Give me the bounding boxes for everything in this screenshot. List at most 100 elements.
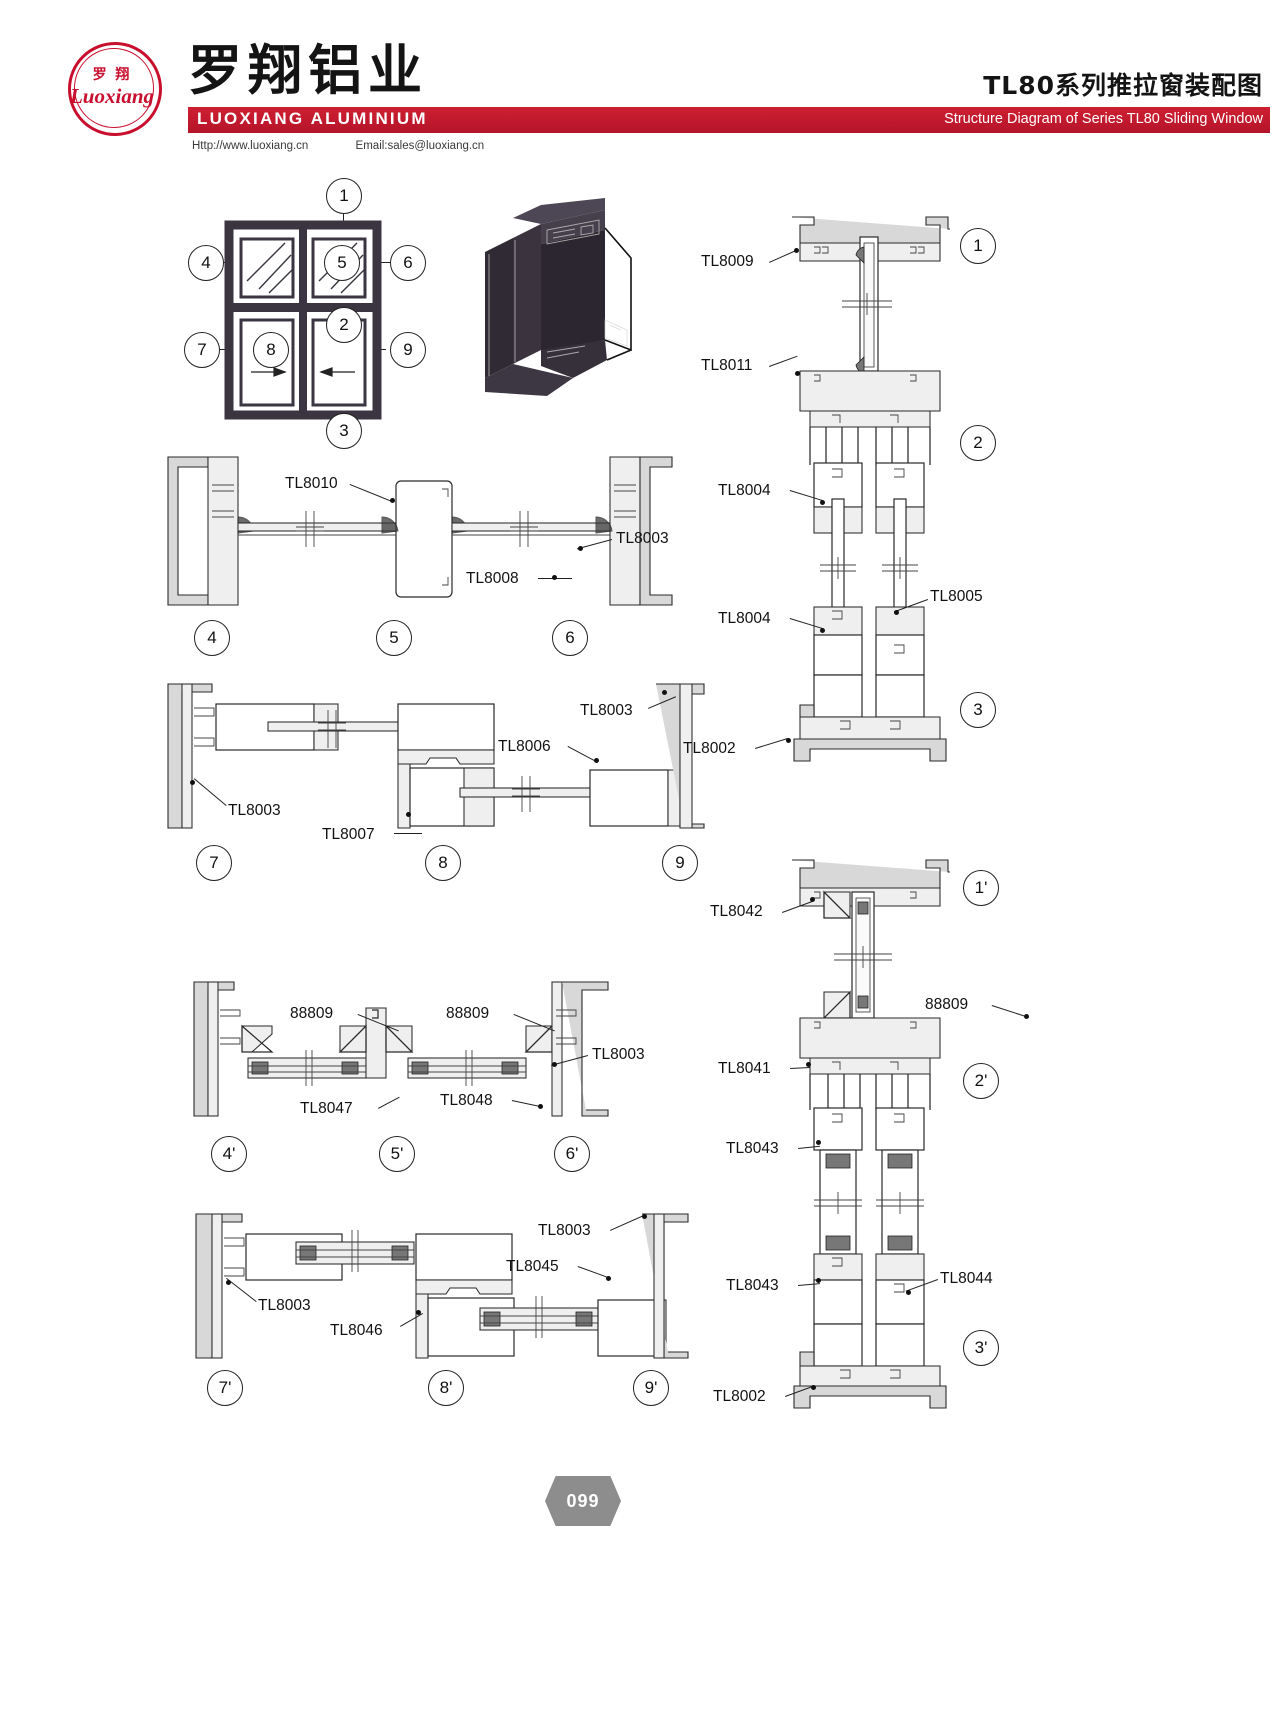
brand-name-english: LUOXIANG ALUMINIUM bbox=[197, 109, 428, 128]
contact-info: Http://www.luoxiang.cn Email:sales@luoxi… bbox=[192, 140, 528, 152]
part-label-TL8047: TL8047 bbox=[300, 1100, 353, 1117]
page-number-badge: 099 bbox=[545, 1476, 621, 1526]
part-label-TL8004-upper: TL8004 bbox=[718, 482, 771, 499]
part-label-TL8005: TL8005 bbox=[930, 588, 983, 605]
part-label-TL8042: TL8042 bbox=[710, 903, 763, 920]
leader-line bbox=[358, 262, 406, 263]
leader-dot bbox=[226, 1280, 231, 1285]
callout-1: 1 bbox=[326, 178, 362, 214]
part-label-TL8003-lower: TL8003 bbox=[258, 1297, 311, 1314]
part-label-TL8044: TL8044 bbox=[940, 1270, 993, 1287]
section-col-123-prime bbox=[780, 858, 960, 1418]
callout-6: 6 bbox=[390, 245, 426, 281]
callout-3: 3 bbox=[326, 413, 362, 449]
seal-chinese-text: 罗 翔 bbox=[92, 67, 132, 83]
section-row-456 bbox=[160, 455, 680, 610]
callout-2: 2 bbox=[326, 307, 362, 343]
leader-dot bbox=[820, 500, 825, 505]
page-number: 099 bbox=[566, 1490, 600, 1511]
leader-dot bbox=[552, 1062, 557, 1067]
company-email: Email:sales@luoxiang.cn bbox=[355, 140, 485, 152]
part-label-TL8004-lower: TL8004 bbox=[718, 610, 771, 627]
leader-dot bbox=[806, 1062, 811, 1067]
callout-4: 4 bbox=[188, 245, 224, 281]
page-header: 罗 翔 Luoxiang 罗翔铝业 LUOXIANG ALUMINIUM TL8… bbox=[0, 0, 1277, 170]
seal-inner-ring bbox=[74, 48, 154, 128]
isometric-profile-render bbox=[455, 198, 635, 405]
section-number-7-prime: 7' bbox=[207, 1370, 243, 1406]
seal-english-text: Luoxiang bbox=[69, 84, 155, 108]
document-title-english: Structure Diagram of Series TL80 Sliding… bbox=[944, 111, 1263, 127]
section-number-7: 7 bbox=[196, 845, 232, 881]
part-label-TL8041: TL8041 bbox=[718, 1060, 771, 1077]
leader-line bbox=[394, 833, 422, 834]
part-label-TL8009: TL8009 bbox=[701, 253, 754, 270]
leader-dot bbox=[786, 738, 791, 743]
company-website: Http://www.luoxiang.cn bbox=[192, 140, 309, 152]
window-elevation-drawing bbox=[224, 220, 382, 420]
part-label-TL8043-lower: TL8043 bbox=[726, 1277, 779, 1294]
part-label-TL8003: TL8003 bbox=[592, 1046, 645, 1063]
part-label-TL8003-left: TL8003 bbox=[228, 802, 281, 819]
section-number-4-prime: 4' bbox=[211, 1136, 247, 1172]
leader-dot bbox=[416, 1310, 421, 1315]
part-label-TL8002-prime: TL8002 bbox=[713, 1388, 766, 1405]
section-number-3-prime: 3' bbox=[963, 1330, 999, 1366]
section-number-8: 8 bbox=[425, 845, 461, 881]
leader-dot bbox=[894, 610, 899, 615]
leader-dot bbox=[906, 1290, 911, 1295]
section-number-9-prime: 9' bbox=[633, 1370, 669, 1406]
leader-dot bbox=[662, 690, 667, 695]
leader-dot bbox=[816, 1278, 821, 1283]
part-label-TL8002: TL8002 bbox=[683, 740, 736, 757]
leader-dot bbox=[811, 1385, 816, 1390]
part-label-TL8011: TL8011 bbox=[701, 357, 753, 374]
section-number-1: 1 bbox=[960, 228, 996, 264]
part-label-TL8003: TL8003 bbox=[616, 530, 669, 547]
callout-9: 9 bbox=[390, 332, 426, 368]
callout-8: 8 bbox=[253, 332, 289, 368]
callout-7: 7 bbox=[184, 332, 220, 368]
part-label-TL8045: TL8045 bbox=[506, 1258, 559, 1275]
part-label-TL8010: TL8010 bbox=[285, 475, 338, 492]
part-label-88809-left: 88809 bbox=[290, 1005, 334, 1022]
section-number-9: 9 bbox=[662, 845, 698, 881]
section-number-2-prime: 2' bbox=[963, 1063, 999, 1099]
leader-dot bbox=[810, 897, 815, 902]
leader-dot bbox=[594, 758, 599, 763]
leader-dot bbox=[606, 1276, 611, 1281]
leader-dot bbox=[1024, 1014, 1029, 1019]
leader-dot bbox=[794, 248, 799, 253]
part-label-TL8046: TL8046 bbox=[330, 1322, 383, 1339]
section-number-4: 4 bbox=[194, 620, 230, 656]
section-col-123 bbox=[780, 215, 960, 775]
section-number-3: 3 bbox=[960, 692, 996, 728]
part-label-TL8008: TL8008 bbox=[466, 570, 519, 587]
section-number-6-prime: 6' bbox=[554, 1136, 590, 1172]
leader-dot bbox=[578, 546, 583, 551]
part-label-TL8007: TL8007 bbox=[322, 826, 375, 843]
section-number-2: 2 bbox=[960, 425, 996, 461]
leader-dot bbox=[816, 1140, 821, 1145]
part-label-TL8006: TL8006 bbox=[498, 738, 551, 755]
leader-dot bbox=[538, 1104, 543, 1109]
leader-dot bbox=[406, 812, 411, 817]
part-label-TL8048: TL8048 bbox=[440, 1092, 493, 1109]
leader-line bbox=[991, 1005, 1029, 1018]
part-label-88809-right: 88809 bbox=[446, 1005, 490, 1022]
part-label-TL8003-upper: TL8003 bbox=[538, 1222, 591, 1239]
section-number-6: 6 bbox=[552, 620, 588, 656]
leader-dot bbox=[552, 575, 557, 580]
section-row-789 bbox=[160, 682, 720, 832]
leader-dot bbox=[795, 371, 800, 376]
section-number-5: 5 bbox=[376, 620, 412, 656]
leader-dot bbox=[390, 498, 395, 503]
section-number-1-prime: 1' bbox=[963, 870, 999, 906]
part-label-TL8043-upper: TL8043 bbox=[726, 1140, 779, 1157]
part-label-88809: 88809 bbox=[925, 996, 969, 1013]
document-title-chinese: TL80系列推拉窗装配图 bbox=[983, 71, 1263, 100]
brand-red-bar bbox=[188, 107, 1270, 133]
leader-dot bbox=[190, 780, 195, 785]
brand-name-chinese: 罗翔铝业 bbox=[188, 39, 428, 102]
section-row-789-prime bbox=[192, 1212, 692, 1362]
